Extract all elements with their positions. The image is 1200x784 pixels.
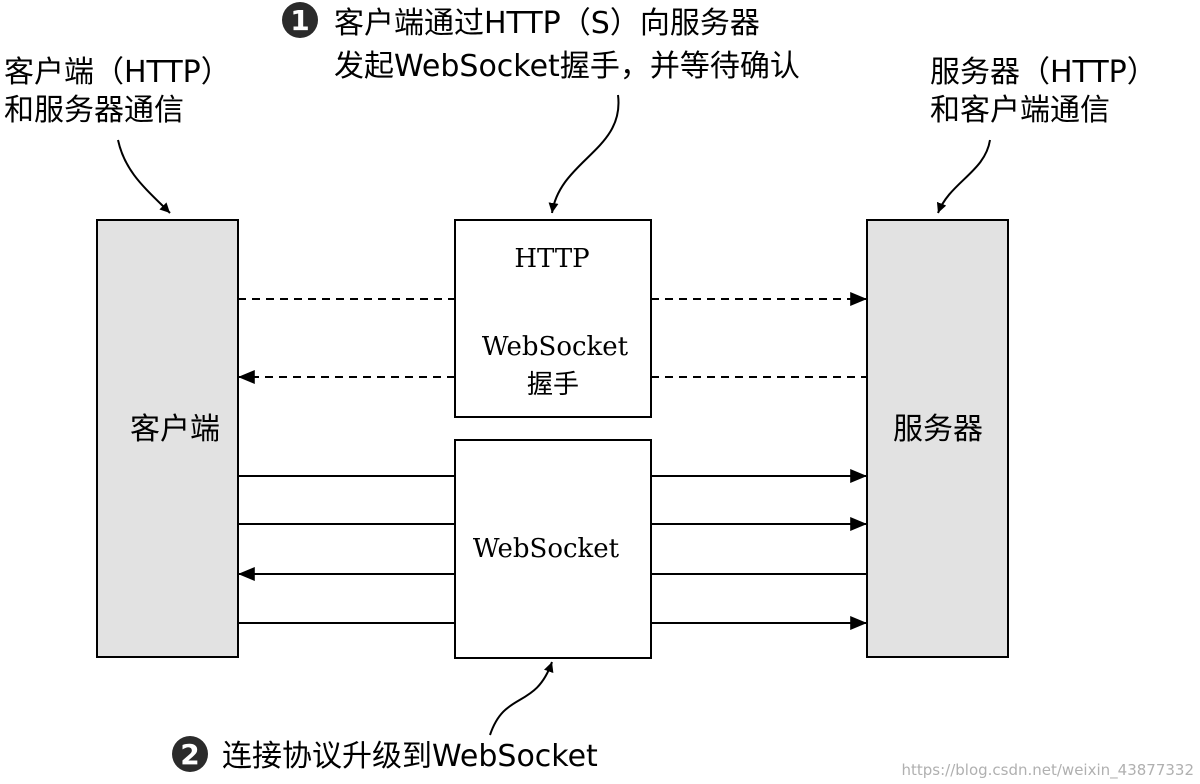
server-box [866, 219, 1009, 658]
handshake-label-websocket: WebSocket [482, 332, 629, 362]
server-callout-arrow [936, 139, 991, 214]
step2-text: 连接协议升级到WebSocket [222, 739, 598, 774]
server-note-line1: 服务器（HTTP） [930, 55, 1157, 90]
server-note-line2: 和客户端通信 [930, 93, 1110, 128]
websocket-box [454, 439, 652, 659]
step1-badge [282, 2, 318, 38]
client-note-line2: 和服务器通信 [4, 93, 184, 128]
client-box [96, 219, 239, 658]
server-label: 服务器 [893, 412, 983, 447]
handshake-label-handshake: 握手 [527, 370, 579, 400]
step2-badge [172, 736, 208, 772]
handshake-label-http: HTTP [514, 244, 589, 274]
step2-callout-arrow [489, 661, 554, 736]
websocket-label: WebSocket [473, 534, 620, 564]
step1-callout-arrow [548, 94, 620, 214]
handshake-box [454, 219, 652, 418]
step1-badge-number: 1 [290, 4, 309, 37]
client-callout-arrow [117, 139, 171, 214]
step1-text-line2: 发起WebSocket握手，并等待确认 [334, 49, 800, 84]
client-label: 客户端 [130, 412, 220, 447]
step2-badge-number: 2 [180, 738, 199, 771]
client-note-line1: 客户端（HTTP） [4, 55, 231, 90]
step1-text-line1: 客户端通过HTTP（S）向服务器 [334, 6, 760, 41]
watermark: https://blog.csdn.net/weixin_43877332 [901, 761, 1194, 780]
